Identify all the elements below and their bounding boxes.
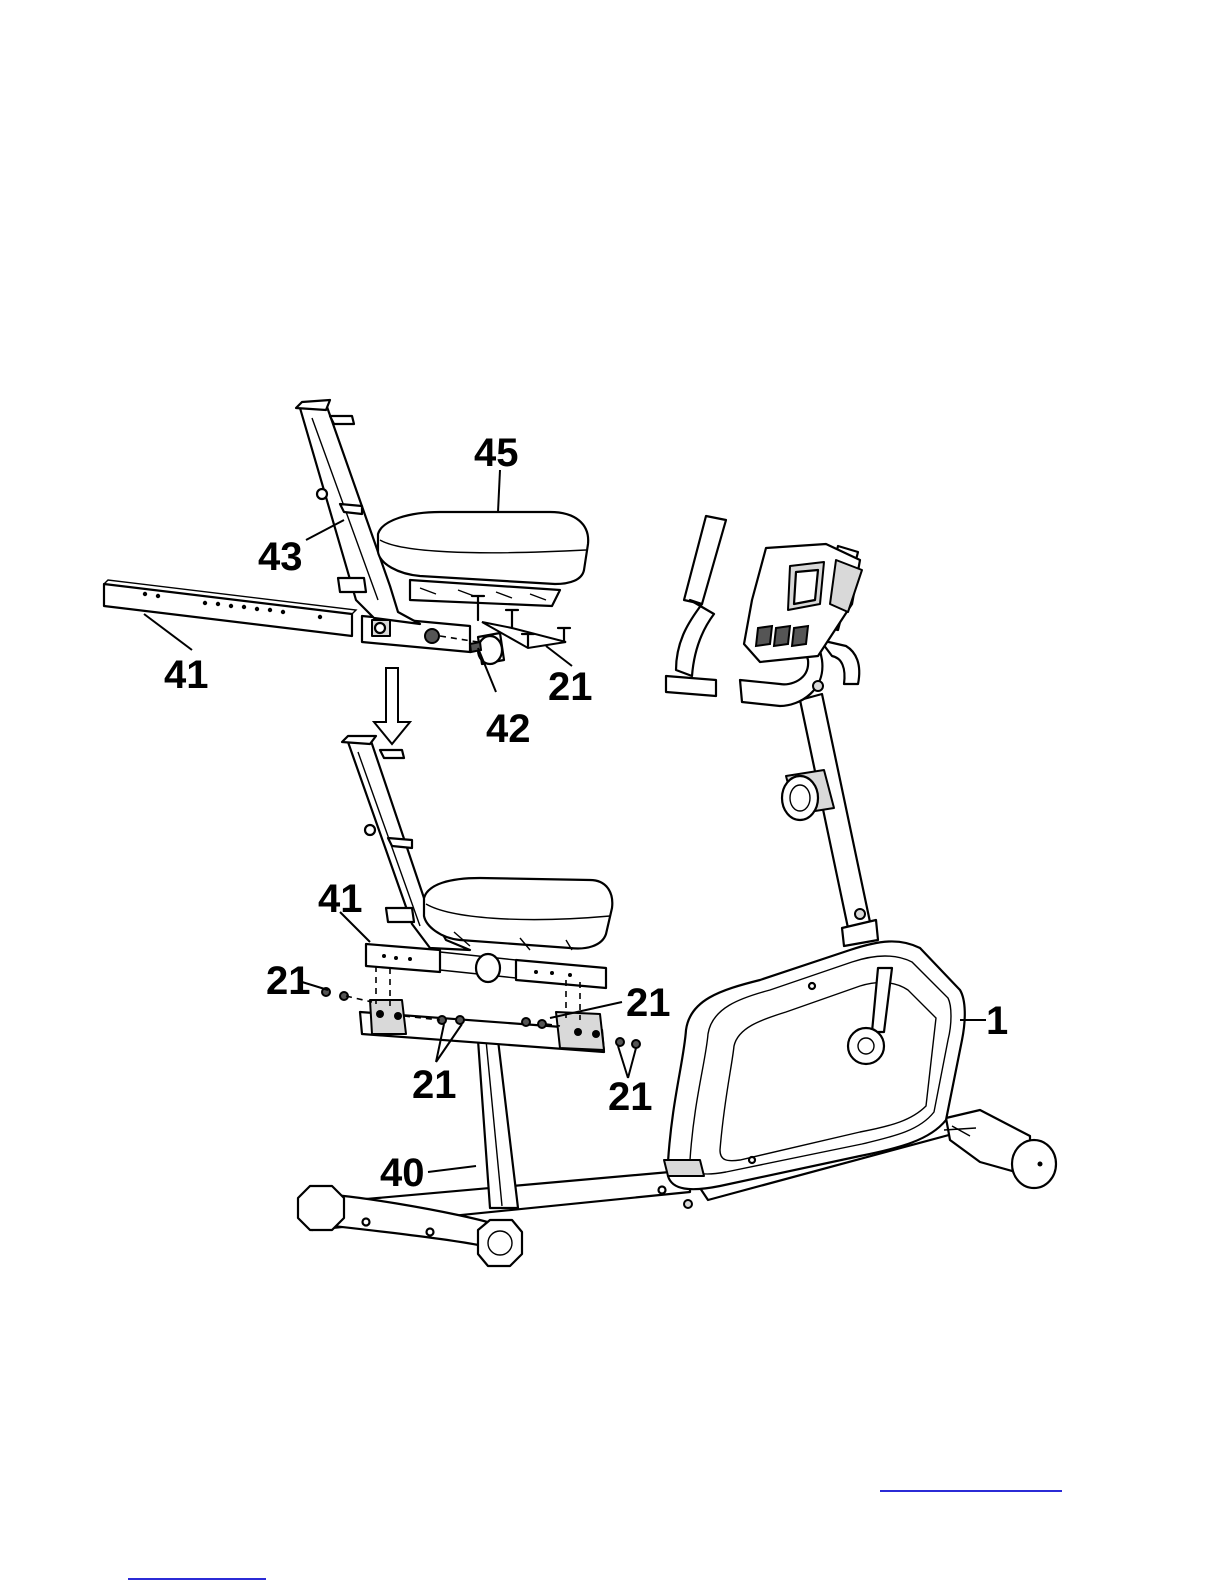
console: [744, 544, 862, 662]
callout-45: 45: [474, 431, 519, 475]
down-arrow-icon: [374, 668, 410, 744]
backrest-exploded: [296, 400, 420, 624]
callout-43: 43: [258, 535, 303, 579]
callout-21-right-lower: 21: [608, 1075, 653, 1119]
callout-21-center: 21: [412, 1063, 457, 1107]
link-underline-right[interactable]: [880, 1490, 1062, 1492]
handlebar-post: [782, 694, 878, 946]
front-stabilizer: [944, 1110, 1056, 1188]
seat-rail-exploded: [104, 580, 356, 636]
seat-cushion-exploded: [378, 512, 588, 606]
link-underline-left[interactable]: [128, 1578, 266, 1580]
seat-post-assembled: [478, 1040, 518, 1208]
callout-42: 42: [486, 707, 531, 751]
callout-21-left: 21: [266, 959, 311, 1003]
knob-exploded: [470, 633, 504, 664]
main-frame-body: [664, 941, 965, 1189]
callout-21-right-upper: 21: [626, 981, 671, 1025]
callout-40: 40: [380, 1151, 425, 1195]
callout-41-top: 41: [164, 653, 209, 697]
callout-21-top: 21: [548, 665, 593, 709]
seat-cushion-assembled: [424, 878, 612, 950]
callout-41-bottom: 41: [318, 877, 363, 921]
callout-1: 1: [986, 999, 1008, 1043]
seat-carriage-exploded: [362, 616, 478, 652]
